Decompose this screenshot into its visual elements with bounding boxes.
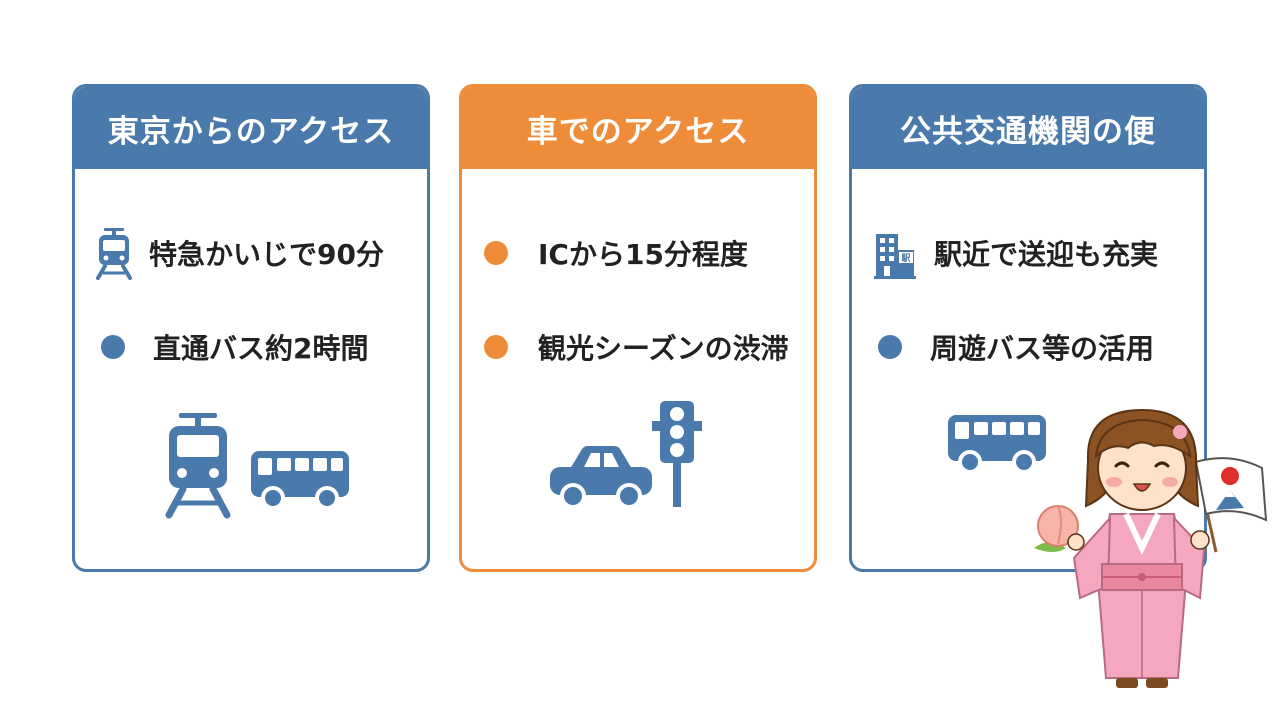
item-text: 特急かいじで90分	[149, 238, 384, 271]
station-building-icon: 駅	[874, 234, 916, 279]
bus-icon	[948, 415, 1046, 474]
item-text: 周遊バス等の活用	[930, 332, 1155, 365]
kimono-girl-mascot	[1034, 408, 1268, 688]
car-icon	[550, 446, 652, 509]
list-item: 特急かいじで90分	[93, 223, 384, 283]
bullet-icon	[484, 241, 508, 265]
card-title: 公共交通機関の便	[852, 87, 1204, 169]
item-text: 駅近で送迎も充実	[934, 238, 1159, 271]
bullet-icon	[101, 335, 125, 359]
card-tokyo-access: 東京からのアクセス 特急かいじで90分 直通バス約2時間	[72, 84, 430, 572]
train-icon	[165, 413, 231, 519]
bullet-icon	[484, 335, 508, 359]
item-text: 直通バス約2時間	[153, 332, 369, 365]
list-item: 観光シーズンの渋滞	[480, 317, 789, 377]
item-text: 観光シーズンの渋滞	[538, 332, 789, 365]
card-car-access: 車でのアクセス ICから15分程度 観光シーズンの渋滞	[459, 84, 817, 572]
bus-icon	[251, 451, 349, 510]
bullet-icon	[878, 335, 902, 359]
list-item: 駅 駅近で送迎も充実	[870, 223, 1158, 283]
list-item: 直通バス約2時間	[93, 317, 368, 377]
card-title: 車でのアクセス	[462, 87, 814, 169]
list-item: 周遊バス等の活用	[870, 317, 1154, 377]
card-title: 東京からのアクセス	[75, 87, 427, 169]
station-sign-text: 駅	[901, 253, 911, 264]
item-text: ICから15分程度	[538, 238, 748, 271]
list-item: ICから15分程度	[480, 223, 748, 283]
train-icon	[96, 228, 132, 280]
traffic-light-icon	[652, 401, 702, 507]
